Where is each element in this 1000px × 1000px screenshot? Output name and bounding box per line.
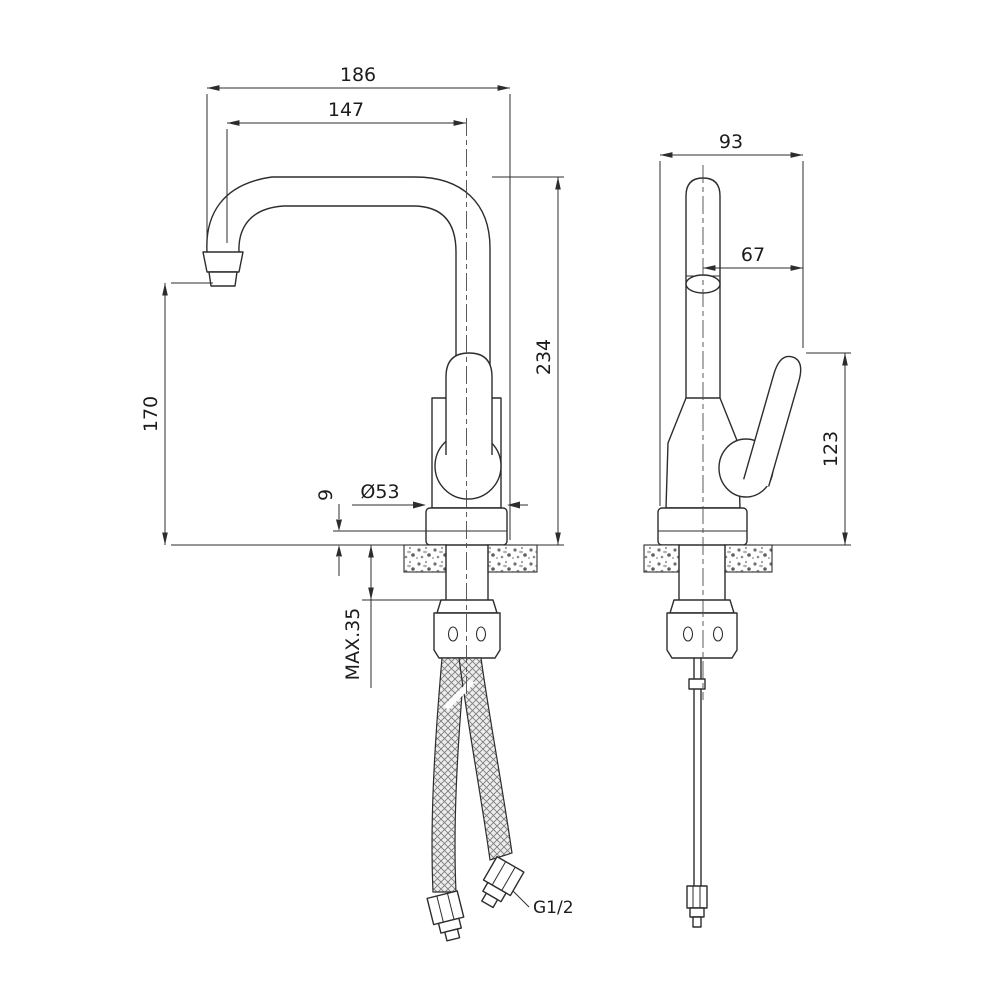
dim-handle-offset: 67 <box>703 244 803 271</box>
overall-depth-label: 93 <box>719 131 743 153</box>
dim-overall-width: 186 <box>206 64 511 540</box>
dim-spout-height: 170 <box>140 282 564 546</box>
hose-connector-right <box>481 855 525 909</box>
handle-offset-label: 67 <box>741 244 765 266</box>
spout <box>202 176 491 399</box>
handle-side <box>718 355 802 498</box>
dim-max-mounting-thickness: MAX.35 <box>342 545 446 688</box>
base-ring-height-label: 9 <box>315 489 337 501</box>
spout-reach-label: 147 <box>328 99 364 121</box>
dim-base-diameter: Ø53 <box>352 481 528 509</box>
handle <box>434 352 502 500</box>
threaded-rod <box>686 657 708 928</box>
rod-coupler <box>688 678 706 690</box>
dim-overall-depth: 93 <box>659 131 804 506</box>
max-mounting-thickness-label: MAX.35 <box>342 608 364 681</box>
side-view: 93 67 123 <box>643 131 851 928</box>
mounting-hardware-side <box>666 544 738 659</box>
base-diameter-label: Ø53 <box>360 481 399 503</box>
spout-outlet <box>202 251 244 273</box>
handle-height-label: 123 <box>820 431 842 467</box>
aerator-tip <box>208 271 238 287</box>
handle-lever <box>445 352 493 455</box>
dim-base-ring-height: 9 <box>315 489 426 576</box>
countertop-side <box>643 544 773 573</box>
base-flange-side <box>657 507 748 546</box>
thread-size-label: G1/2 <box>533 898 574 918</box>
mounting-nut <box>433 612 501 659</box>
mounting-hardware <box>433 544 501 659</box>
dim-handle-height: 123 <box>644 352 851 546</box>
dim-overall-height: 234 <box>492 176 564 545</box>
thread-callout: G1/2 <box>512 890 574 918</box>
dim-spout-reach: 147 <box>226 99 466 243</box>
hose-right <box>458 657 513 861</box>
countertop <box>403 544 538 573</box>
supply-hoses: G1/2 <box>426 657 574 942</box>
spout-height-label: 170 <box>140 396 162 432</box>
mounting-collar-side <box>669 599 735 614</box>
hose-connector-left <box>426 890 465 942</box>
overall-width-label: 186 <box>340 64 376 86</box>
rod-connector <box>686 885 708 909</box>
handle-lever-side <box>743 355 802 487</box>
mounting-collar <box>436 599 498 614</box>
overall-height-label: 234 <box>533 339 555 375</box>
front-view: G1/2 186 147 170 234 <box>140 64 574 942</box>
mounting-nut-side <box>666 612 738 659</box>
